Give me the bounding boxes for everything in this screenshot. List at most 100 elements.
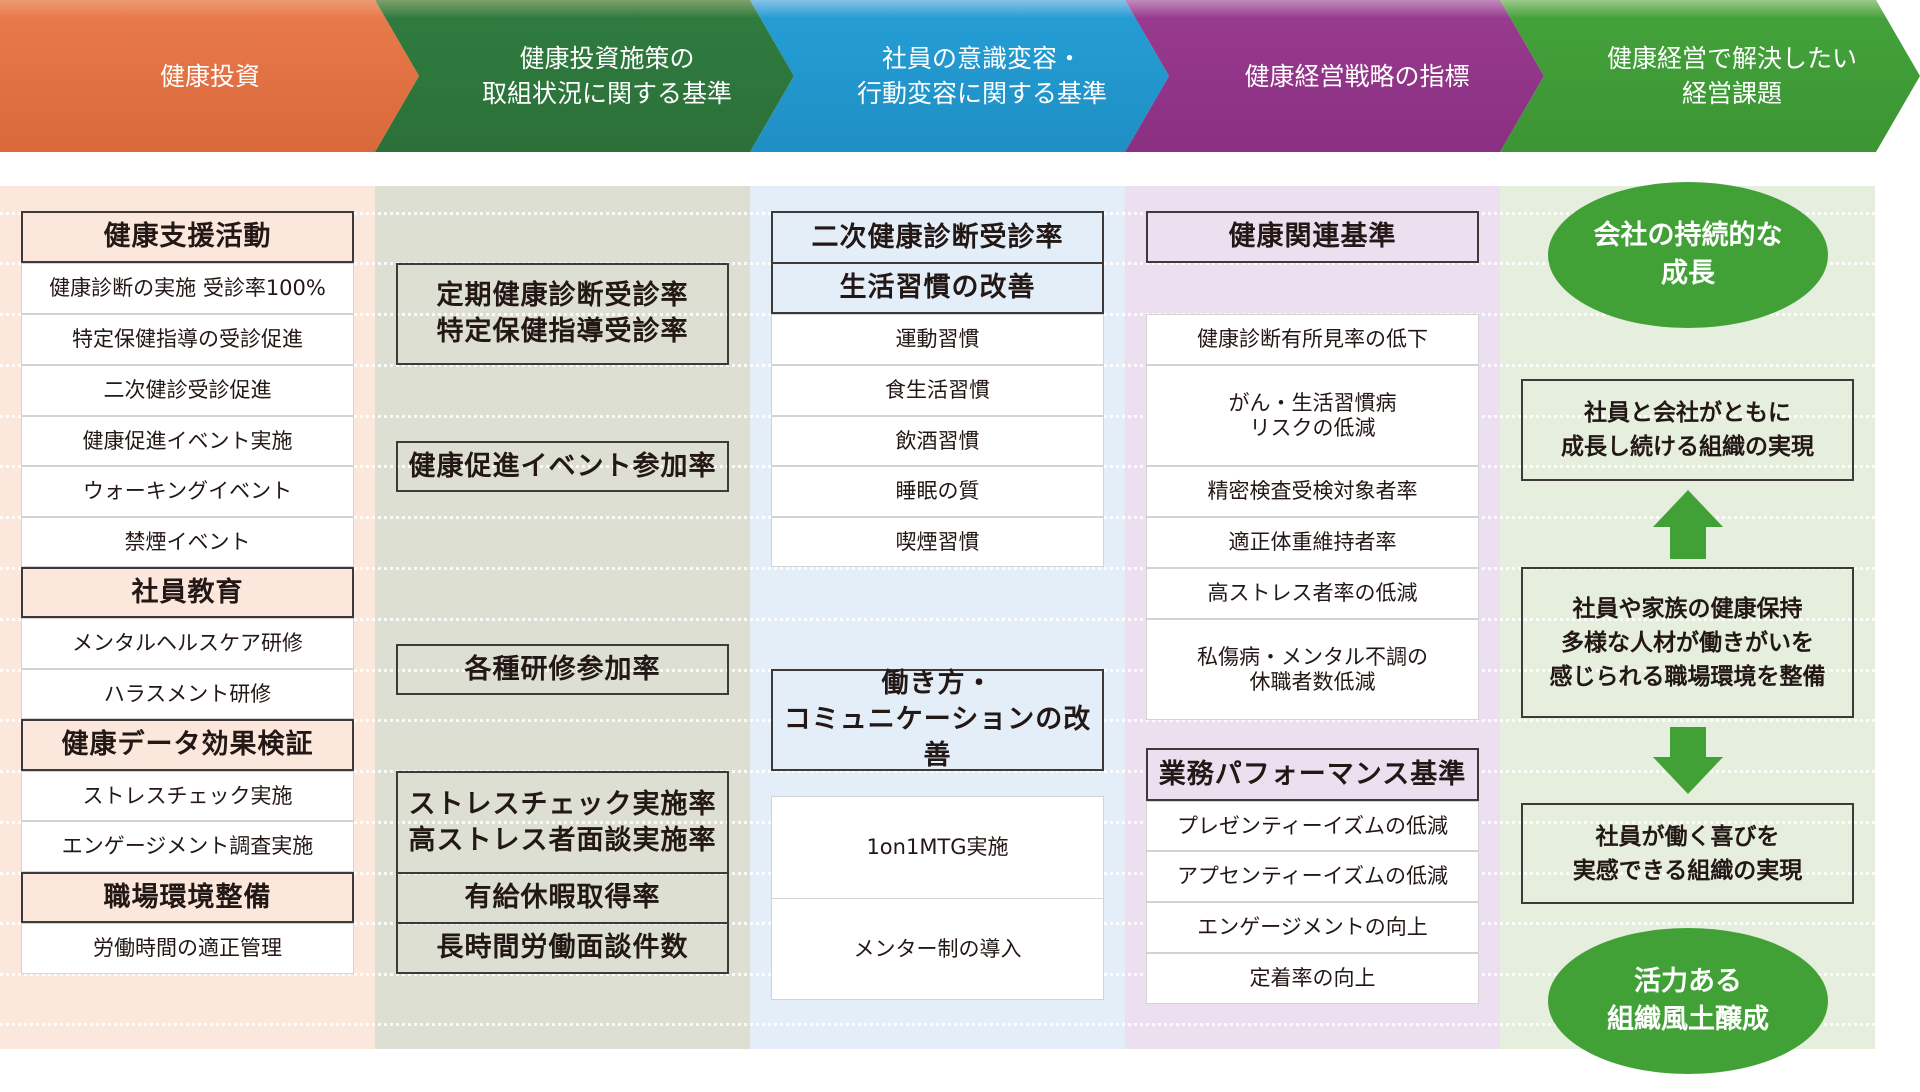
list-item: プレゼンティーイズムの低減: [1146, 801, 1479, 851]
list-item: 健康診断の実施 受診率100%: [21, 263, 354, 314]
criteria-label: 有給休暇取得率: [464, 882, 661, 913]
criteria-training-participation: 各種研修参加率: [396, 644, 729, 695]
header-step-management-issues: 健康経営で解決したい 経営課題: [1500, 0, 1920, 152]
category-workplace-environment: 職場環境整備: [21, 872, 354, 923]
item-label: 禁煙イベント: [124, 529, 251, 554]
outcome-label: 社員と会社がともに 成長し続ける組織の実現: [1561, 400, 1814, 460]
header-label: 社員の意識変容・ 行動変容に関する基準: [856, 44, 1107, 108]
list-item: 喫煙習慣: [771, 517, 1104, 567]
list-item: メンタルヘルスケア研修: [21, 618, 354, 669]
list-item: 定着率の向上: [1146, 953, 1479, 1004]
item-label: ウォーキングイベント: [82, 479, 293, 503]
item-label: 定着率の向上: [1249, 966, 1376, 990]
criteria-label: 定期健康診断受診率 特定保健指導受診率: [436, 280, 689, 347]
item-label: プレゼンティーイズムの低減: [1176, 813, 1449, 838]
outcome-work-environment: 社員や家族の健康保持 多様な人材が働きがいを 感じられる職場環境を整備: [1521, 567, 1854, 718]
list-item: がん・生活習慣病 リスクの低減: [1146, 365, 1479, 466]
chevron-arrow-shape: [1125, 0, 1544, 152]
criteria-label: 健康促進イベント参加率: [408, 450, 717, 482]
goal-label: 活力ある 組織風土醸成: [1607, 966, 1769, 1035]
item-label: エンゲージメント調査実施: [61, 834, 314, 858]
category-label: 働き方・ コミュニケーションの改善: [783, 668, 1092, 771]
criteria-label: ストレスチェック実施率 高ストレス者面談実施率: [408, 788, 717, 856]
header-step-strategy-indicators: 健康経営戦略の指標: [1125, 0, 1545, 152]
arrow-up-icon: [1653, 490, 1723, 559]
header-step-health-investment: 健康投資: [0, 0, 420, 152]
category-label: 業務パフォーマンス基準: [1158, 758, 1467, 790]
item-label: 1on1MTG実施: [866, 835, 1009, 859]
outcome-label: 社員が働く喜びを 実感できる組織の実現: [1572, 823, 1803, 884]
criteria-checkup-rate: 定期健康診断受診率 特定保健指導受診率: [396, 263, 729, 365]
list-item: アプセンティーイズムの低減: [1146, 851, 1479, 902]
header-label: 健康投資施策の 取組状況に関する基準: [481, 44, 732, 108]
category-employee-education: 社員教育: [21, 567, 354, 618]
list-item: 適正体重維持者率: [1146, 517, 1479, 568]
category-label: 健康データ効果検証: [61, 729, 314, 760]
category-health-data-verification: 健康データ効果検証: [21, 719, 354, 771]
list-item: 健康促進イベント実施: [21, 416, 354, 466]
arrow-down-icon: [1653, 727, 1723, 794]
criteria-label: 各種研修参加率: [464, 653, 661, 685]
chevron-arrow-shape: [750, 0, 1169, 152]
item-label: エンゲージメントの向上: [1197, 915, 1428, 939]
goal-vibrant-culture: 活力ある 組織風土醸成: [1548, 928, 1828, 1074]
list-item: 禁煙イベント: [21, 517, 354, 567]
criteria-long-hours-interviews: 長時間労働面談件数: [396, 922, 729, 974]
category-secondary-checkup: 二次健康診断受診率: [771, 211, 1104, 264]
item-label: 特定保健指導の受診促進: [72, 327, 303, 351]
item-label: 二次健診受診促進: [103, 378, 272, 402]
item-label: ハラスメント研修: [103, 681, 272, 706]
item-label: 労働時間の適正管理: [93, 936, 282, 960]
header-label: 健康経営戦略の指標: [1244, 61, 1470, 91]
goal-label: 会社の持続的な 成長: [1593, 220, 1783, 289]
list-item: 睡眠の質: [771, 466, 1104, 517]
item-label: 健康促進イベント実施: [82, 428, 293, 453]
item-label: 精密検査受検対象者率: [1207, 479, 1418, 503]
item-label: メンタルヘルスケア研修: [72, 631, 303, 655]
item-label: 睡眠の質: [895, 479, 980, 503]
item-label: ストレスチェック実施: [82, 783, 293, 808]
item-label: 私傷病・メンタル不調の 休職者数低減: [1197, 644, 1428, 694]
item-label: 健康診断有所見率の低下: [1197, 327, 1428, 351]
header-step-behavior-change-criteria: 社員の意識変容・ 行動変容に関する基準: [750, 0, 1170, 152]
list-item: 私傷病・メンタル不調の 休職者数低減: [1146, 619, 1479, 720]
criteria-label: 長時間労働面談件数: [436, 932, 689, 963]
header-step-initiative-criteria: 健康投資施策の 取組状況に関する基準: [375, 0, 795, 152]
list-item: 特定保健指導の受診促進: [21, 314, 354, 365]
header-label: 健康投資: [159, 61, 260, 91]
category-label: 二次健康診断受診率: [811, 221, 1064, 253]
panel-initiative-criteria: [375, 186, 750, 1049]
item-label: 飲酒習慣: [895, 428, 980, 453]
list-item: エンゲージメントの向上: [1146, 902, 1479, 953]
item-label: がん・生活習慣病 リスクの低減: [1228, 390, 1397, 440]
category-label: 健康関連基準: [1228, 221, 1397, 252]
panel-management-issues: [1500, 186, 1875, 1049]
item-label: 高ストレス者率の低減: [1207, 581, 1418, 605]
item-label: 健康診断の実施 受診率100%: [49, 276, 326, 300]
header-label: 健康経営で解決したい 経営課題: [1606, 44, 1857, 108]
list-item: ハラスメント研修: [21, 669, 354, 719]
chevron-arrow-shape: [0, 0, 419, 152]
list-item: メンター制の導入: [771, 898, 1104, 1000]
category-label: 生活習慣の改善: [839, 272, 1036, 303]
chevron-arrow-shape: [1500, 0, 1920, 152]
goal-sustainable-growth: 会社の持続的な 成長: [1548, 182, 1828, 328]
chevron-arrow-shape: [375, 0, 794, 152]
list-item: エンゲージメント調査実施: [21, 821, 354, 872]
list-item: 飲酒習慣: [771, 416, 1104, 466]
list-item: ウォーキングイベント: [21, 466, 354, 517]
category-health-criteria: 健康関連基準: [1146, 211, 1479, 263]
list-item: ストレスチェック実施: [21, 771, 354, 821]
category-label: 健康支援活動: [103, 221, 272, 252]
criteria-paid-leave: 有給休暇取得率: [396, 872, 729, 924]
category-work-style-communication: 働き方・ コミュニケーションの改善: [771, 668, 1104, 771]
list-item: 運動習慣: [771, 314, 1104, 365]
category-health-support: 健康支援活動: [21, 211, 354, 263]
list-item: 1on1MTG実施: [771, 796, 1104, 899]
item-label: 適正体重維持者率: [1228, 530, 1397, 554]
criteria-stress-check: ストレスチェック実施率 高ストレス者面談実施率: [396, 771, 729, 874]
item-label: 食生活習慣: [885, 378, 990, 402]
item-label: 喫煙習慣: [895, 529, 980, 554]
item-label: アプセンティーイズムの低減: [1176, 864, 1449, 888]
outcome-joy-of-work: 社員が働く喜びを 実感できる組織の実現: [1521, 803, 1854, 904]
